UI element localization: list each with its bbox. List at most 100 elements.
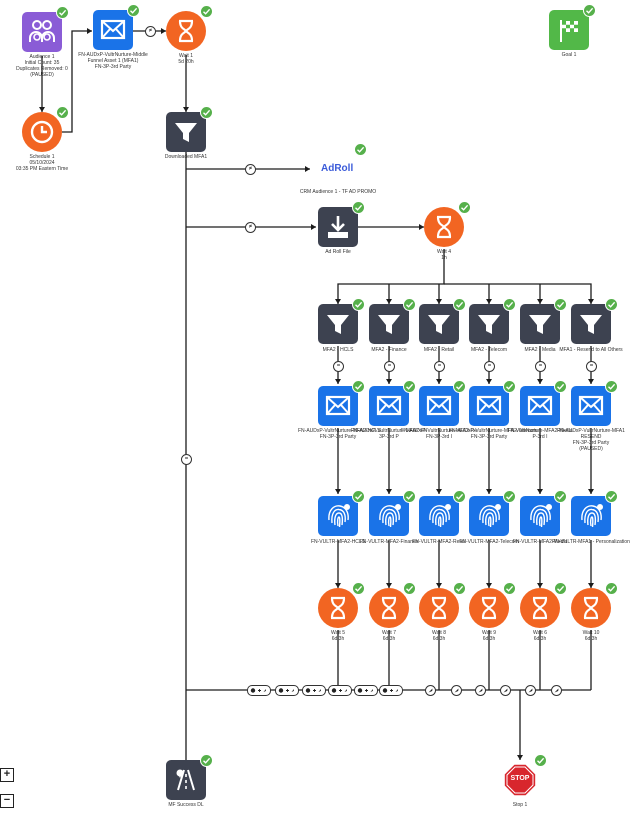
wait-node-row-2[interactable] [419, 588, 459, 628]
fingerprint-icon [520, 496, 560, 536]
email-node-row-2[interactable] [419, 386, 459, 426]
branch-condition-badge[interactable]: = [535, 361, 546, 372]
wait-node-row-4[interactable] [520, 588, 560, 628]
email-node-row-3[interactable] [469, 386, 509, 426]
filter-node-5[interactable] [571, 304, 611, 344]
arrowhead-icon [486, 583, 492, 588]
wait-node-row-3[interactable] [469, 588, 509, 628]
arrowhead-icon [335, 379, 341, 384]
connector-condition-pill[interactable] [379, 685, 403, 696]
fingerprint-icon [369, 496, 409, 536]
filter-node-4[interactable] [520, 304, 560, 344]
fingerprint-icon [419, 496, 459, 536]
audience-node-label-line: Duplicates Removed: 0 [16, 66, 68, 72]
branch-condition-badge[interactable]: = [434, 361, 445, 372]
fingerprint-node-2[interactable] [419, 496, 459, 536]
hourglass-icon [424, 207, 464, 247]
adroll-file-node[interactable] [318, 207, 358, 247]
funnel-icon [166, 112, 206, 152]
adroll-file-node-label: Ad Roll File [298, 249, 378, 255]
stop-node[interactable]: STOP [500, 760, 540, 800]
branch-condition-badge[interactable]: = [384, 361, 395, 372]
connector-condition-pill[interactable] [354, 685, 378, 696]
arrowhead-icon [486, 299, 492, 304]
branch-condition-badge[interactable]: ≠ [145, 26, 156, 37]
zoom-out-button[interactable]: − [0, 794, 14, 808]
connector-condition-pill[interactable] [247, 685, 271, 696]
schedule-node[interactable] [22, 112, 62, 152]
mf-success-node[interactable] [166, 760, 206, 800]
wait-node-1-label-line: Wait 1 [179, 53, 193, 59]
fingerprint-node-5[interactable] [571, 496, 611, 536]
wait-node-row-0-label-line: Wait 5 [331, 630, 345, 636]
email-node-row-5-label-line: (PAUSED) [579, 446, 603, 452]
stop-node-check-icon [534, 754, 547, 767]
envelope-icon [520, 386, 560, 426]
zoom-in-button[interactable]: + [0, 768, 14, 782]
branch-condition-badge[interactable]: = [181, 454, 192, 465]
wait-node-row-0[interactable] [318, 588, 358, 628]
branch-condition-badge[interactable]: ≠ [245, 164, 256, 175]
email-node-mfa1-label-line: Funnel Asset 1 (MFA1) [87, 58, 139, 64]
email-node-row-0[interactable] [318, 386, 358, 426]
wait-node-row-3-label-line: Wait 9 [482, 630, 496, 636]
goal-node-check-icon [583, 4, 596, 17]
connector-condition-badge[interactable] [500, 685, 511, 696]
wait-node-4[interactable] [424, 207, 464, 247]
checkered-flag-icon [549, 10, 589, 50]
branch-condition-badge[interactable]: = [586, 361, 597, 372]
connector-condition-badge[interactable] [475, 685, 486, 696]
arrowhead-icon [386, 489, 392, 494]
arrowhead-icon [39, 107, 45, 112]
connector-condition-badge[interactable] [525, 685, 536, 696]
branch-condition-badge[interactable]: ≠ [245, 222, 256, 233]
schedule-node-label-line: Schedule 1 [29, 154, 55, 160]
email-node-row-1[interactable] [369, 386, 409, 426]
wait-node-1[interactable] [166, 11, 206, 51]
crm-audience-node[interactable]: AdRoll [316, 149, 360, 189]
connector-condition-pill[interactable] [275, 685, 299, 696]
filter-node-downloaded[interactable] [166, 112, 206, 152]
connector-condition-badge[interactable] [551, 685, 562, 696]
audience-node[interactable] [22, 12, 62, 52]
arrowhead-icon [335, 489, 341, 494]
branch-condition-badge[interactable]: = [484, 361, 495, 372]
fingerprint-node-0-check-icon [352, 490, 365, 503]
connector-condition-pill[interactable] [302, 685, 326, 696]
wait-node-row-5[interactable] [571, 588, 611, 628]
filter-label: MFA2 - Telecom [470, 347, 508, 353]
crm-audience-check-icon [354, 143, 367, 156]
arrowhead-icon [486, 489, 492, 494]
goal-node[interactable] [549, 10, 589, 50]
email-node-row-5[interactable] [571, 386, 611, 426]
email-node-mfa1[interactable] [93, 10, 133, 50]
fingerprint-node-1[interactable] [369, 496, 409, 536]
fingerprint-node-3[interactable] [469, 496, 509, 536]
fingerprint-node-0[interactable] [318, 496, 358, 536]
filter-node-2[interactable] [419, 304, 459, 344]
connector-condition-pill[interactable] [328, 685, 352, 696]
connector-line [62, 30, 92, 133]
road-sign-icon [166, 760, 206, 800]
wait-node-row-2-label-line: 6d 3h [432, 636, 446, 642]
fingerprint-node-4[interactable] [520, 496, 560, 536]
connector-condition-badge[interactable] [451, 685, 462, 696]
filter-node-3[interactable] [469, 304, 509, 344]
wait-node-row-1[interactable] [369, 588, 409, 628]
filter-node-0[interactable] [318, 304, 358, 344]
email-node-row-4[interactable] [520, 386, 560, 426]
branch-condition-badge[interactable]: = [333, 361, 344, 372]
fingerprint-label: FN-VULTR-MFA2-Telecom [459, 539, 519, 545]
audience-node-label-line: (PAUSED) [30, 72, 54, 78]
filter-node-1[interactable] [369, 304, 409, 344]
connector-condition-badge[interactable] [425, 685, 436, 696]
adroll-file-node-label-line: Ad Roll File [325, 249, 351, 255]
filter-label: MFA2 - Finance [371, 347, 407, 353]
email-node-row-5-label-line: RESEND [580, 434, 602, 440]
email-node-row-3-label-line: FN-3P-3rd Party [470, 434, 508, 440]
download-icon [318, 207, 358, 247]
